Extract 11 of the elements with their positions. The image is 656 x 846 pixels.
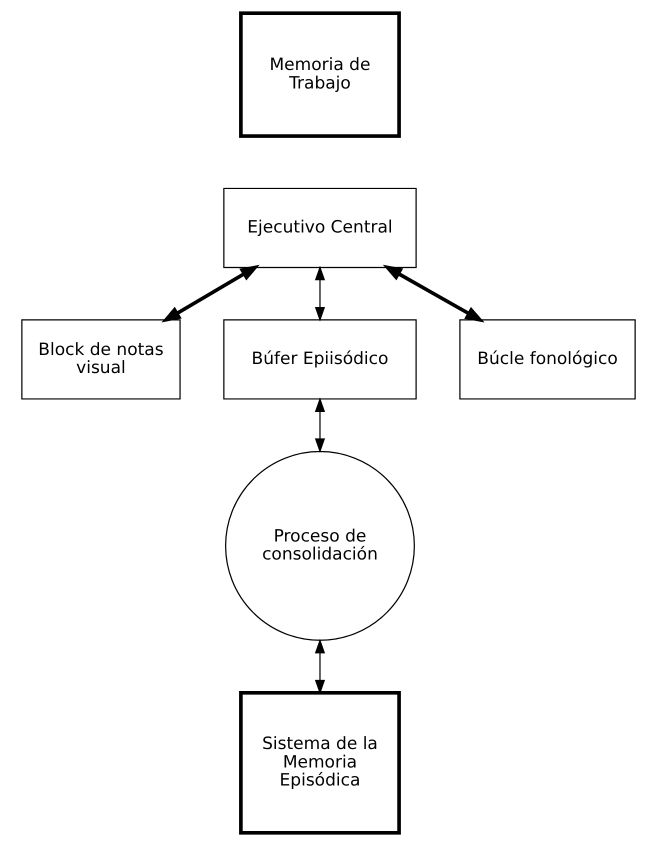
node-circle: Proceso de consolidación — [224, 450, 414, 641]
node-box: Búcle fonológico — [458, 319, 636, 400]
arrow — [314, 397, 325, 453]
node-box: Memoria de Trabajo — [238, 11, 400, 138]
node-box: Sistema de la Memoria Episódica — [238, 691, 400, 835]
node-box: Búfer Epiisódico — [222, 319, 416, 400]
arrow — [382, 264, 484, 322]
node-box: Ejecutivo Central — [222, 188, 416, 268]
arrow — [160, 264, 260, 323]
node-box: Block de notas visual — [20, 319, 180, 400]
arrow — [314, 266, 325, 322]
